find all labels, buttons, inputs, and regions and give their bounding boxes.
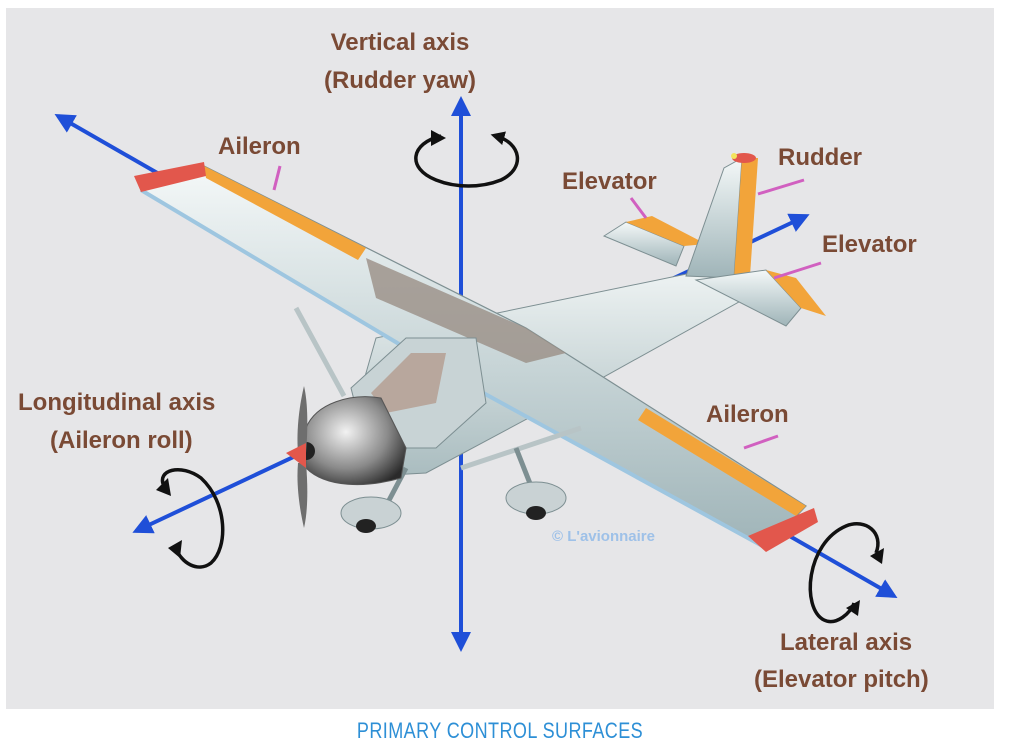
leader-lines: [272, 165, 822, 450]
figure-caption: PRIMARY CONTROL SURFACES: [356, 718, 644, 743]
lateral-axis-sublabel: (Elevator pitch): [754, 666, 929, 693]
roll-rotation-arrowhead-top: [156, 478, 171, 496]
right-aileron-label: Aileron: [706, 401, 789, 428]
longitudinal-axis-label: Longitudinal axis: [18, 389, 215, 416]
pitch-rotation-icon: [808, 522, 880, 624]
roll-rotation-icon: [160, 468, 225, 569]
propeller: [286, 386, 308, 528]
rudder-label: Rudder: [778, 144, 862, 171]
vertical-axis-sublabel: (Rudder yaw): [324, 67, 476, 94]
pitch-rotation-arrowhead-top: [870, 548, 884, 564]
yaw-rotation-icon: [414, 131, 520, 188]
elevator-surface: [766, 270, 826, 316]
landing-gear: [340, 447, 567, 533]
spinner: [286, 443, 306, 468]
diagram-canvas: Vertical axis (Rudder yaw) Aileron Eleva…: [18, 29, 929, 693]
left-aileron-surface: [204, 166, 366, 260]
airplane-diagram: Vertical axis (Rudder yaw) Aileron Eleva…: [6, 8, 994, 709]
vertical-axis-label: Vertical axis: [331, 29, 470, 56]
left-aileron-label: Aileron: [218, 133, 301, 160]
pitch-rotation-arrowhead-bottom: [846, 600, 860, 616]
horizontal-stabilizer-right: [694, 269, 826, 327]
left-elevator-label: Elevator: [562, 168, 657, 195]
roll-rotation-arrowhead-bottom: [168, 540, 182, 558]
right-aileron-surface: [638, 408, 806, 516]
watermark: © L'avionnaire: [552, 528, 655, 545]
rudder-surface: [734, 158, 758, 278]
yaw-rotation-arrowhead-left: [431, 130, 446, 146]
horizontal-stabilizer-left: [602, 216, 706, 267]
wing-struts: [293, 306, 582, 471]
longitudinal-axis-sublabel: (Aileron roll): [50, 427, 193, 454]
lateral-axis-label: Lateral axis: [780, 629, 912, 656]
vertical-stabilizer: [685, 153, 758, 279]
right-elevator-label: Elevator: [822, 231, 917, 258]
